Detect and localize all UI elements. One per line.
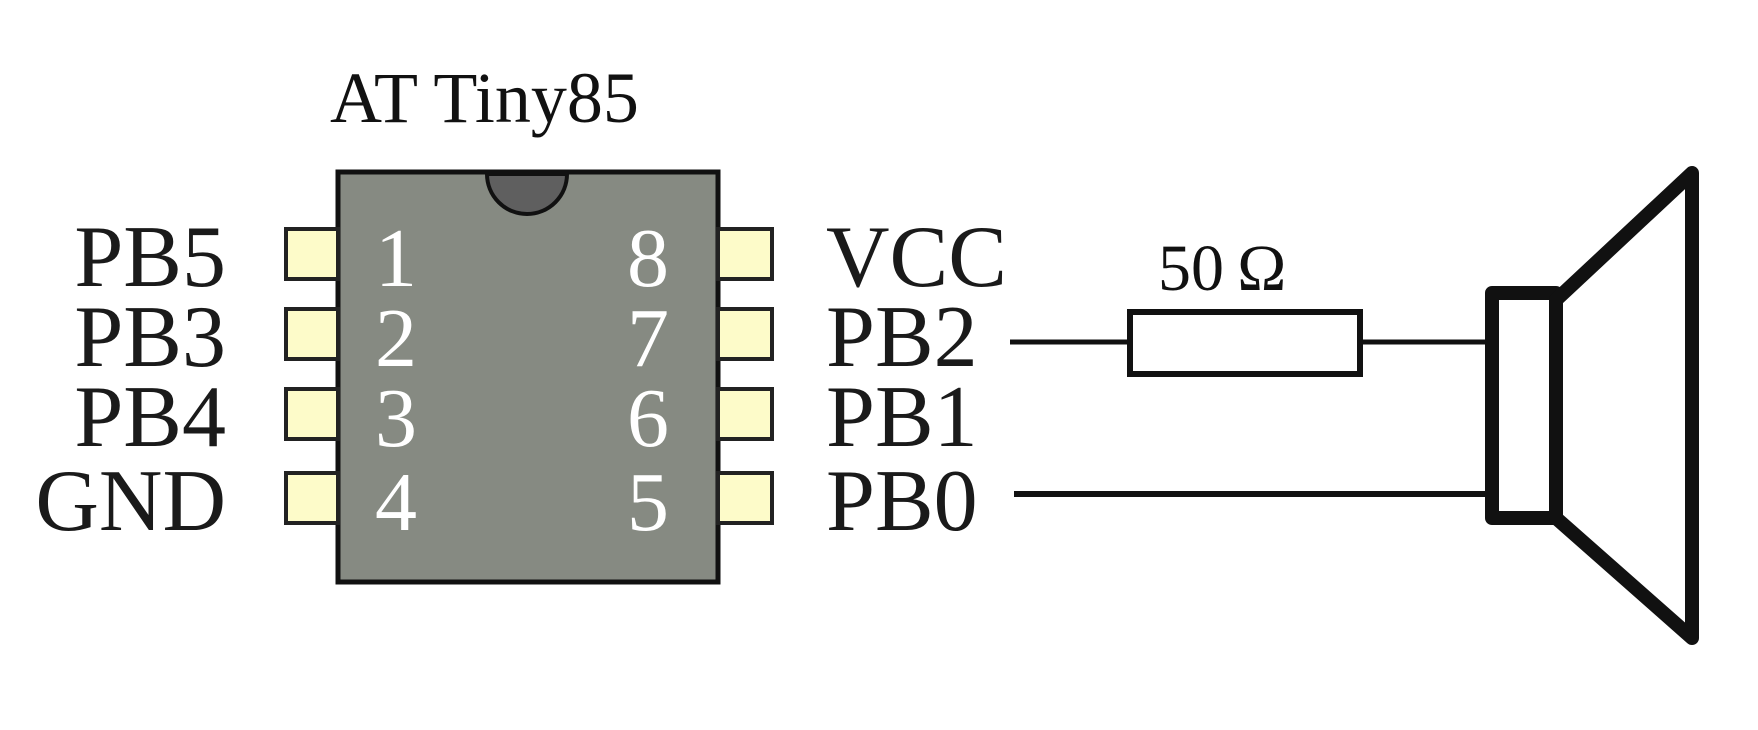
pin-number-1: 1 bbox=[375, 212, 417, 305]
pin-pad-8 bbox=[716, 227, 774, 281]
pin-number-6: 6 bbox=[627, 372, 669, 465]
speaker-magnet bbox=[1485, 286, 1563, 525]
pin-pad-7 bbox=[716, 307, 774, 361]
pin-number-7: 7 bbox=[627, 292, 669, 385]
pin-label-pb3: PB3 bbox=[74, 289, 226, 386]
speaker-cone bbox=[1549, 166, 1699, 645]
pin-label-pb2: PB2 bbox=[826, 289, 978, 386]
pin-pad-2 bbox=[284, 307, 340, 361]
speaker-icon bbox=[1485, 166, 1699, 645]
pin-label-gnd: GND bbox=[35, 453, 226, 550]
pin-label-pb0: PB0 bbox=[826, 453, 978, 550]
resistor-body bbox=[1127, 309, 1363, 377]
pin-pad-4 bbox=[284, 471, 340, 525]
chip-body bbox=[335, 169, 721, 585]
pin-pad-5 bbox=[716, 471, 774, 525]
pin-number-4: 4 bbox=[375, 456, 417, 549]
pin-number-3: 3 bbox=[375, 372, 417, 465]
pin-label-pb1: PB1 bbox=[826, 369, 978, 466]
pin-label-pb5: PB5 bbox=[74, 209, 226, 306]
pin-pad-3 bbox=[284, 387, 340, 441]
pin-number-8: 8 bbox=[627, 212, 669, 305]
chip-notch bbox=[484, 172, 570, 216]
pin-pad-1 bbox=[284, 227, 340, 281]
resistor-label: 50 Ω bbox=[1158, 232, 1286, 305]
pin-label-vcc: VCC bbox=[826, 209, 1007, 306]
pin-number-2: 2 bbox=[375, 292, 417, 385]
pin-number-5: 5 bbox=[627, 456, 669, 549]
pin-label-pb4: PB4 bbox=[74, 369, 226, 466]
chip-title: AT Tiny85 bbox=[330, 58, 639, 138]
pin-pad-6 bbox=[716, 387, 774, 441]
